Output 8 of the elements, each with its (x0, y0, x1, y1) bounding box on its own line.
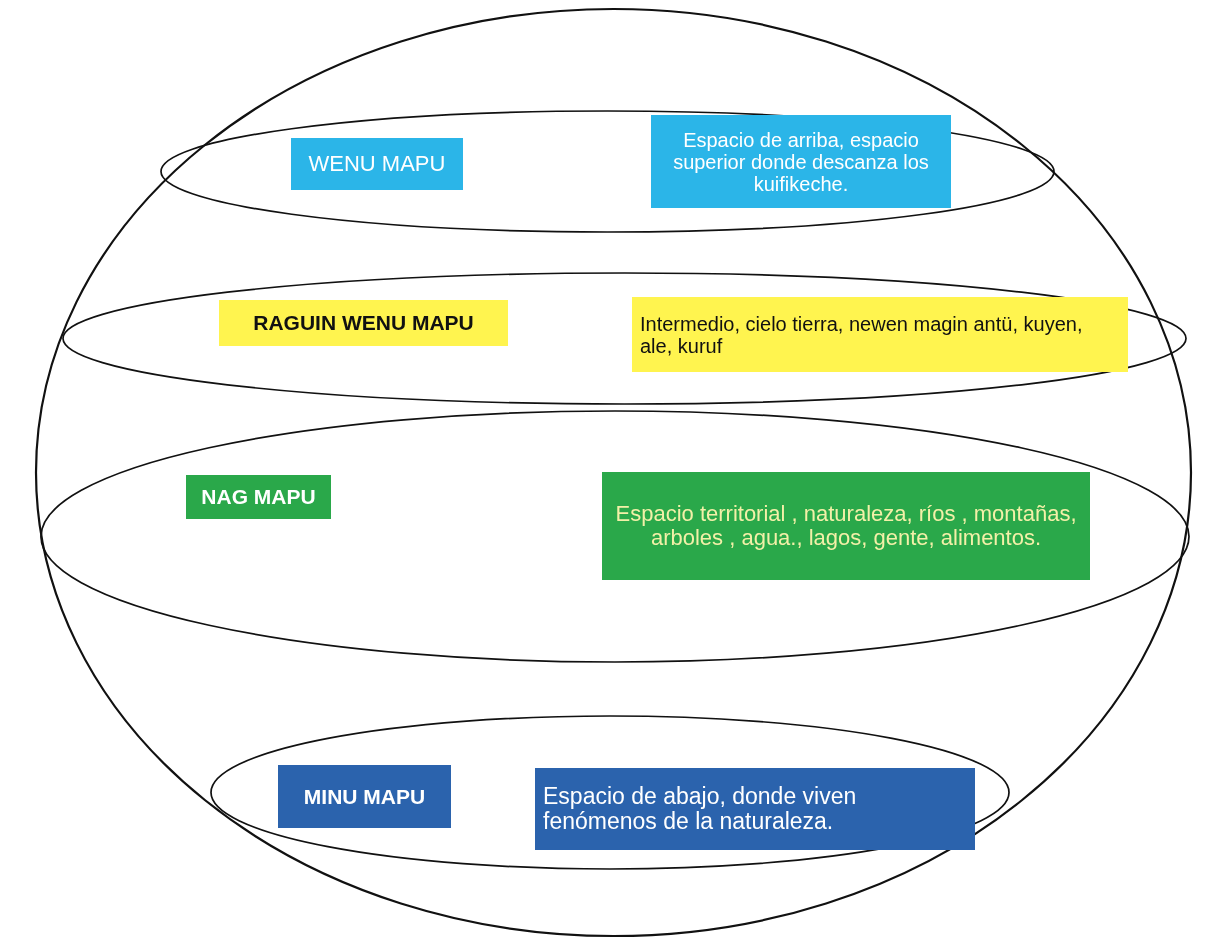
layer-name: MINU MAPU (278, 765, 451, 828)
description-text: Espacio de arriba, espacio superior donde descanza los kuifikeche. (651, 115, 951, 208)
description-text: Espacio territorial , naturaleza, ríos , montañas, arboles , agua., lagos, gente, alimentos. (602, 472, 1090, 580)
layer-name: WENU MAPU (291, 138, 463, 190)
description-text: Espacio de abajo, donde viven fenómenos de la naturaleza. (535, 768, 975, 850)
description-text: Intermedio, cielo tierra, newen magin antü, kuyen, ale, kuruf (632, 297, 1128, 372)
layer-name: RAGUIN WENU MAPU (219, 300, 508, 346)
layer-name: NAG MAPU (186, 475, 331, 519)
